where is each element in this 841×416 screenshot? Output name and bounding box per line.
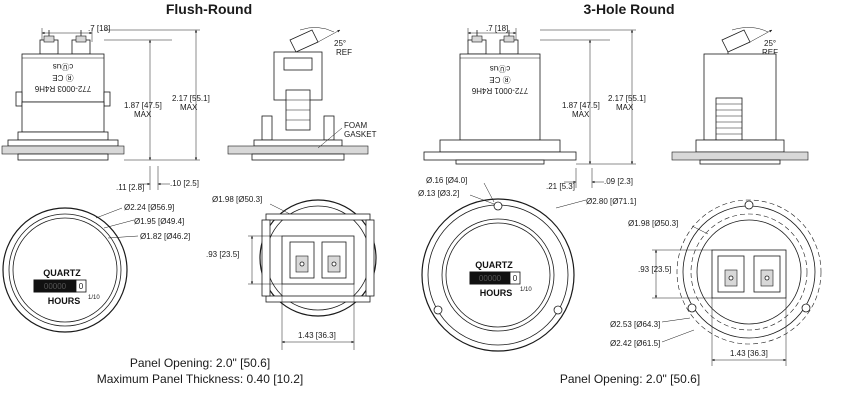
right-dia-280-label: Ø2.80 [Ø71.1]	[586, 197, 636, 206]
left-dia-182-label: Ø1.82 [Ø46.2]	[140, 232, 190, 241]
right-body-height-max: MAX	[572, 110, 590, 119]
right-hole-016-label: Ø.16 [Ø4.0]	[426, 176, 467, 185]
three-hole-round-title: 3-Hole Round	[584, 1, 675, 17]
flush-round-front-elevation: .7 [18] 772-0003 R4H6 Ⓡ CE cⓊus	[1, 24, 210, 192]
right-angle-label: 25°	[764, 39, 776, 48]
left-angle-label: 25°	[334, 39, 346, 48]
three-hole-rear-view: Ø1.98 [Ø50.3] .93 [23.5] Ø2.53 [Ø64.3] Ø…	[610, 199, 822, 366]
three-hole-face-view: Ø.16 [Ø4.0] Ø.13 [Ø3.2] Ø2.80 [Ø71.1] QU…	[418, 176, 636, 352]
left-face-tenth: 1/10	[88, 295, 100, 301]
right-panel-opening-note: Panel Opening: 2.0" [50.6]	[560, 372, 700, 386]
right-bezel-thickness-label: .21 [5.3]	[546, 182, 575, 191]
left-face-unit: HOURS	[48, 296, 81, 306]
right-mount-hole-top	[493, 201, 503, 211]
left-body-height-max: MAX	[134, 110, 152, 119]
right-mount-hole-left	[433, 305, 443, 315]
left-flange-thickness-label: .10 [2.5]	[170, 179, 199, 188]
right-angle-ref: REF	[762, 48, 778, 57]
right-dia-242-label: Ø2.42 [Ø61.5]	[610, 339, 660, 348]
left-dia-224-label: Ø2.24 [Ø56.9]	[124, 203, 174, 212]
left-label-certs: Ⓡ CE	[52, 73, 73, 82]
right-rear-height-label: .93 [23.5]	[638, 265, 671, 274]
left-panel-opening-note: Panel Opening: 2.0" [50.6]	[130, 356, 270, 370]
left-label-ul: cⓊus	[53, 62, 73, 71]
right-counter-digits: 00000	[479, 274, 502, 283]
right-overall-height-max: MAX	[616, 103, 634, 112]
three-hole-front-elevation: .7 [18] 772-0001 R4H6 Ⓡ CE cⓊus 1.87 [47…	[423, 24, 646, 191]
left-rear-height-label: .93 [23.5]	[206, 250, 239, 259]
left-terminal-width-label: .7 [18]	[88, 24, 110, 33]
flush-round-rear-view: Ø1.98 [Ø50.3] .93 [23.5] 1.43 [36.3]	[206, 195, 377, 350]
left-overall-height-label: 2.17 [55.1]	[172, 94, 210, 103]
right-body-height-label: 1.87 [47.5]	[562, 101, 600, 110]
right-label-ul: cⓊus	[490, 64, 510, 73]
right-mount-hole-right	[553, 305, 563, 315]
right-flange-thickness-label: .09 [2.3]	[604, 177, 633, 186]
right-rear-dia-198-label: Ø1.98 [Ø50.3]	[628, 219, 678, 228]
three-hole-side-elevation: 25° REF	[671, 27, 809, 165]
left-label-part-number: 772-0003 R4H6	[34, 84, 91, 93]
left-counter-last-digit: 0	[79, 282, 84, 291]
right-counter-last-digit: 0	[513, 274, 518, 283]
right-label-certs: Ⓡ CE	[489, 75, 510, 84]
left-gasket-label: GASKET	[344, 130, 377, 139]
right-terminal-width-label: .7 [18]	[486, 24, 508, 33]
right-face-unit: HOURS	[480, 288, 513, 298]
left-body-height-label: 1.87 [47.5]	[124, 101, 162, 110]
flush-round-side-elevation: 25° REF FOAM GASKET	[227, 27, 377, 161]
right-face-brand: QUARTZ	[475, 260, 513, 270]
right-hole-013-label: Ø.13 [Ø3.2]	[418, 189, 459, 198]
right-dia-253-label: Ø2.53 [Ø64.3]	[610, 320, 660, 329]
flush-round-title: Flush-Round	[166, 1, 252, 17]
left-panel-thickness-note: Maximum Panel Thickness: 0.40 [10.2]	[97, 372, 304, 386]
right-label-part-number: 772-0001 R4H6	[471, 86, 528, 95]
left-dia-195-label: Ø1.95 [Ø49.4]	[134, 217, 184, 226]
left-angle-ref: REF	[336, 48, 352, 57]
left-counter-digits: 00000	[44, 282, 67, 291]
right-overall-height-label: 2.17 [55.1]	[608, 94, 646, 103]
left-bezel-thickness-label: .11 [2.8]	[116, 183, 144, 192]
left-rear-width-label: 1.43 [36.3]	[298, 331, 336, 340]
flush-round-face-view: Ø2.24 [Ø56.9] Ø1.95 [Ø49.4] Ø1.82 [Ø46.2…	[2, 203, 190, 333]
right-face-tenth: 1/10	[520, 287, 532, 293]
left-overall-height-max: MAX	[180, 103, 198, 112]
left-rear-dia-198-label: Ø1.98 [Ø50.3]	[212, 195, 262, 204]
left-foam-label: FOAM	[344, 121, 367, 130]
right-rear-width-label: 1.43 [36.3]	[730, 349, 768, 358]
left-face-brand: QUARTZ	[43, 268, 81, 278]
